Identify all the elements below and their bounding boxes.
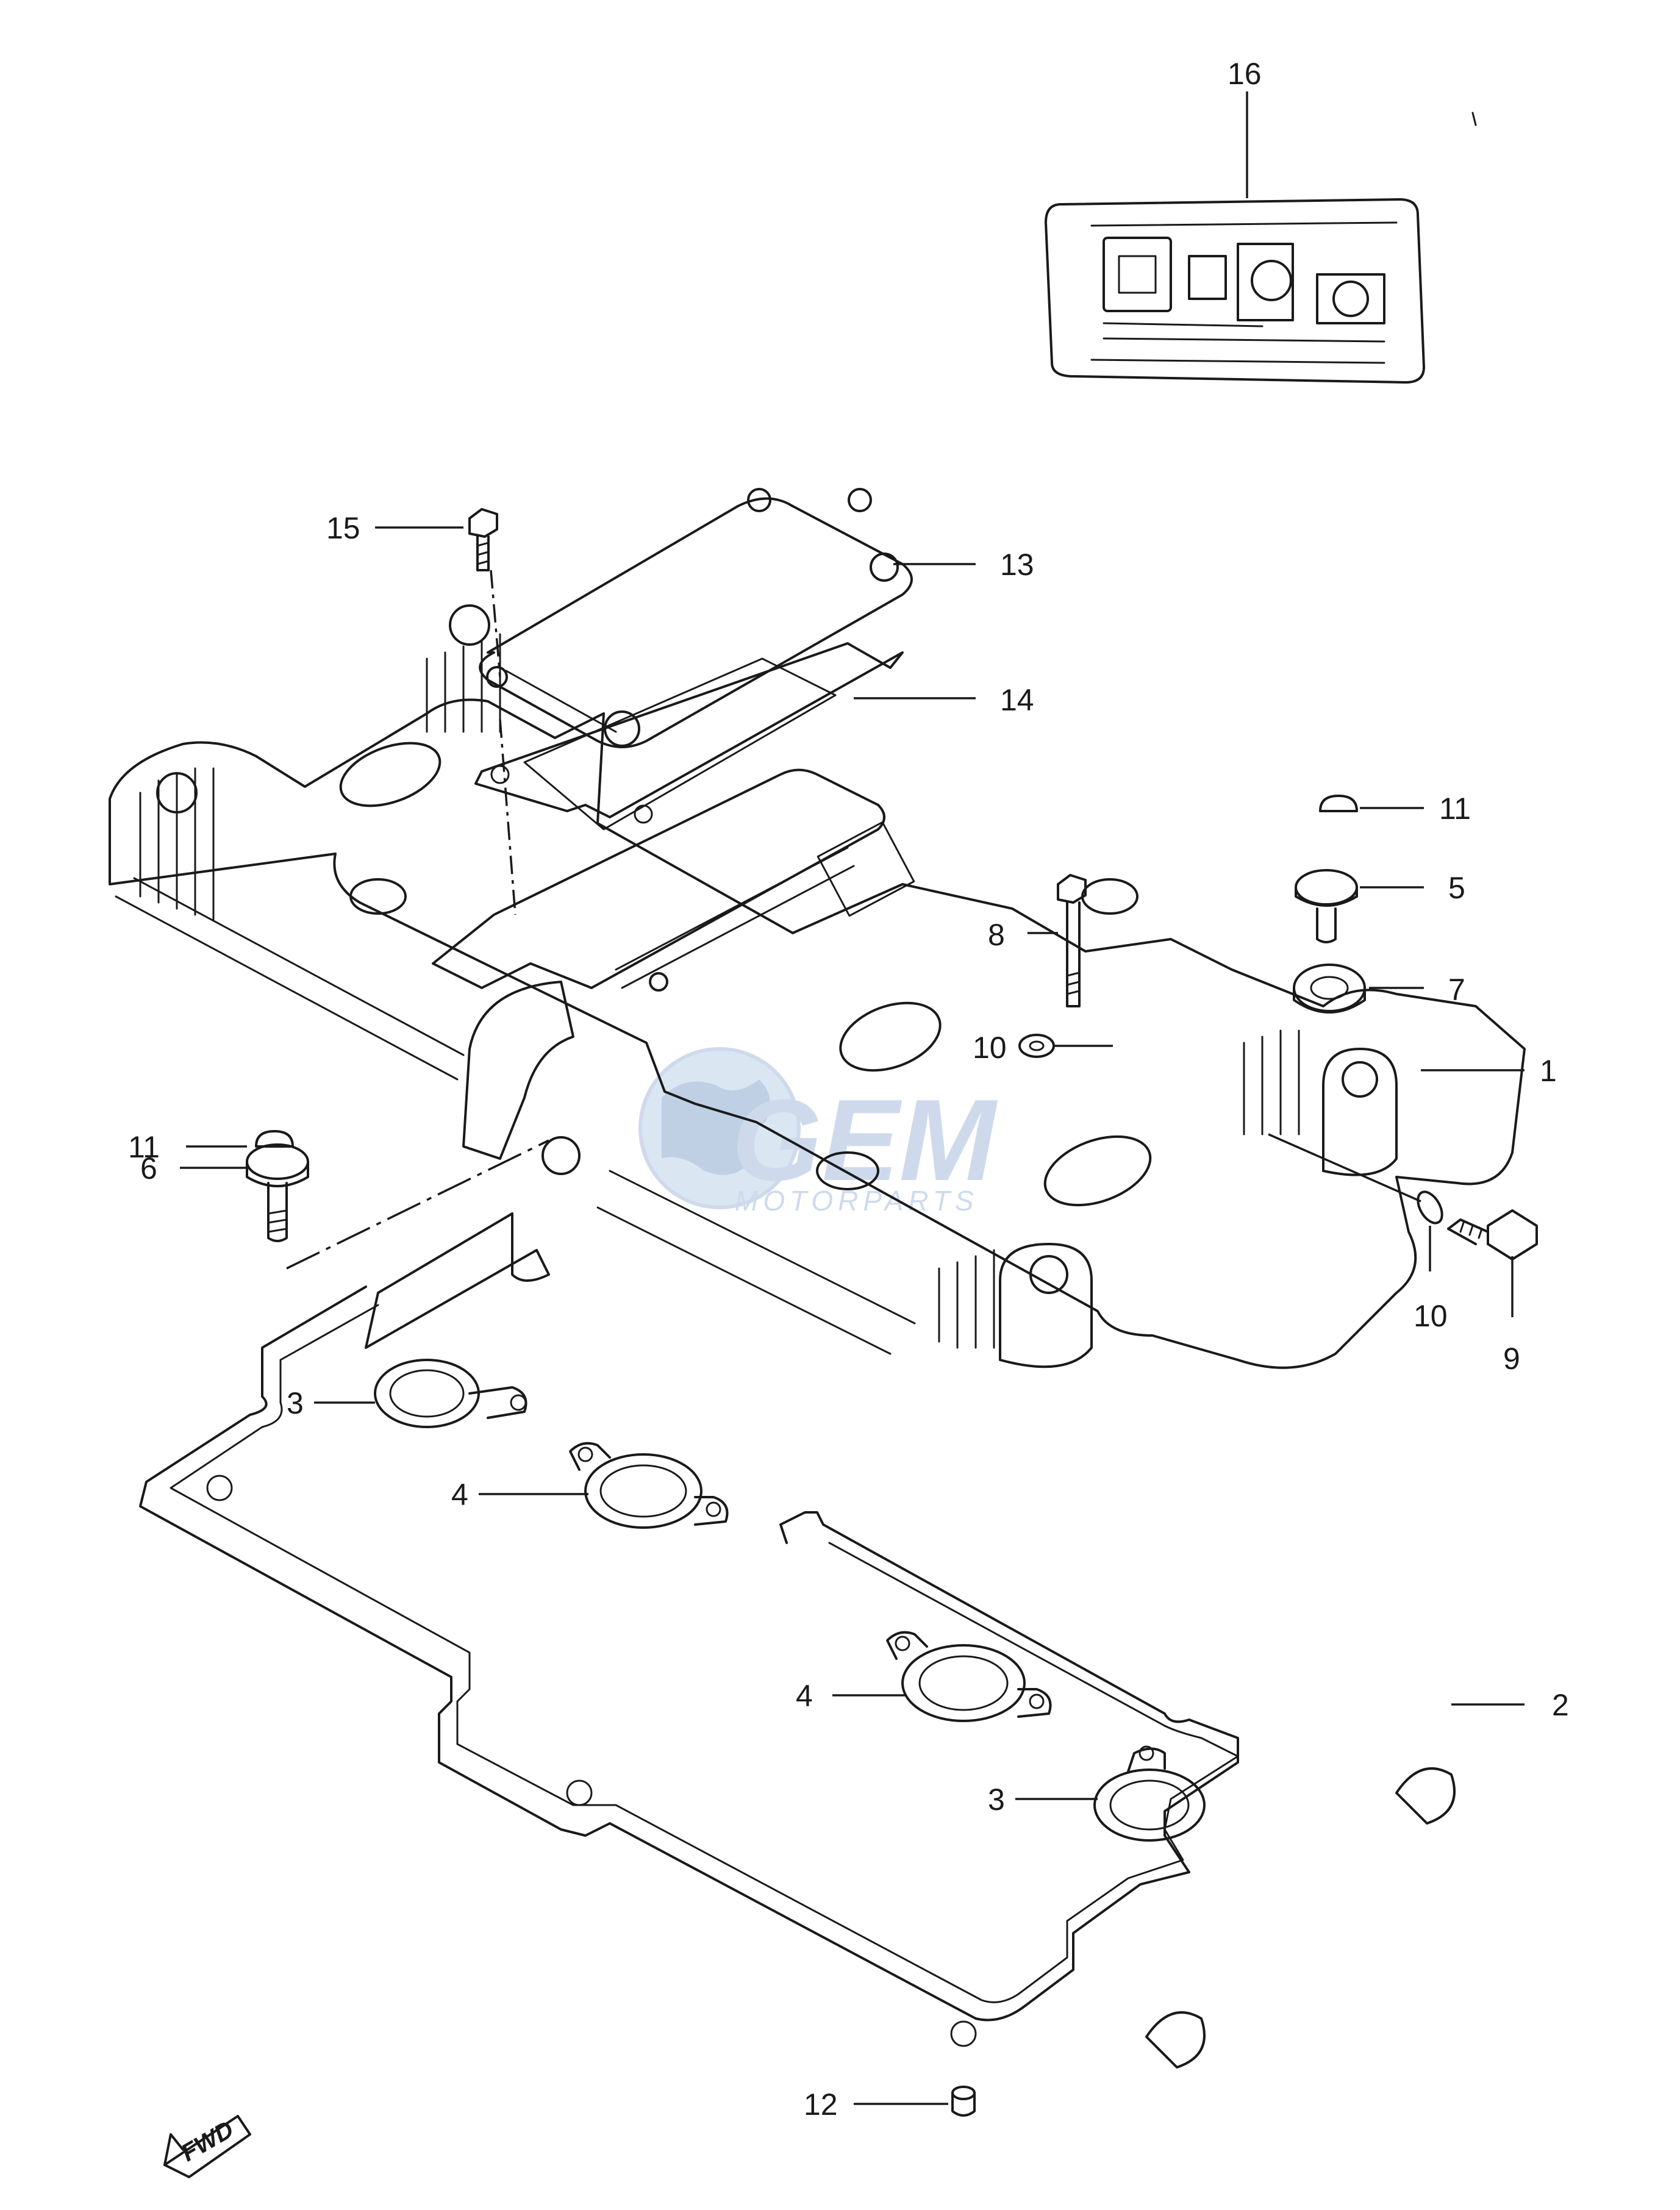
callout-3-upper: 3 (287, 1386, 304, 1420)
callout-5: 5 (1448, 871, 1465, 905)
callout-12: 12 (804, 2087, 838, 2122)
part-4-plug-seal-a (569, 1442, 729, 1529)
part-16-gasket-set (1045, 198, 1425, 384)
part-13-breather-cover (479, 488, 913, 748)
part-14-breather-gasket (474, 642, 904, 831)
part-9-screw (1447, 1209, 1538, 1261)
part-6-bolt (246, 1143, 309, 1242)
fwd-label: FWD (177, 2116, 238, 2167)
part-8-bolt (1057, 874, 1087, 1007)
part-3-plug-seal-a (374, 1359, 527, 1428)
callout-7: 7 (1448, 973, 1465, 1007)
callout-10-lower: 10 (1414, 1299, 1448, 1333)
callout-11-left: 11 (128, 1130, 160, 1164)
part-2-cover-gasket (139, 1212, 1456, 2069)
callout-13: 13 (1000, 548, 1034, 582)
callout-4-upper: 4 (451, 1478, 468, 1512)
part-3-plug-seal-b (1093, 1745, 1206, 1842)
callout-8: 8 (988, 918, 1005, 952)
callout-14: 14 (1000, 683, 1034, 717)
part-7-seal-washer (1293, 964, 1366, 1014)
callout-3-lower: 3 (988, 1783, 1005, 1817)
part-4-plug-seal-b (886, 1631, 1052, 1722)
part-15-bolt (468, 508, 517, 915)
callout-10-upper: 10 (973, 1031, 1007, 1065)
leader-lines (180, 91, 1525, 2105)
watermark: GEM MOTORPARTS (638, 1047, 998, 1217)
watermark-sub: MOTORPARTS (735, 1185, 978, 1217)
part-10-washer-a (1018, 1034, 1055, 1058)
part-5-bolt (1295, 869, 1358, 943)
part-11-cap-b (255, 1130, 294, 1148)
part-11-cap-a (1319, 795, 1358, 812)
fwd-arrow-icon: FWD (163, 2115, 251, 2178)
callout-labels: 16 15 13 14 11 5 8 7 10 1 11 6 10 9 3 4 … (128, 57, 1569, 2122)
part-10-washer-b (1268, 1133, 1443, 1225)
callout-11-right: 11 (1439, 792, 1471, 826)
part-1-head-cover (109, 604, 1526, 1369)
callout-2: 2 (1552, 1688, 1569, 1722)
stray-mark (1471, 112, 1477, 126)
callout-9: 9 (1503, 1342, 1520, 1376)
callout-6: 6 (140, 1151, 157, 1185)
part-12-dowel (951, 2086, 976, 2117)
callout-4-lower: 4 (796, 1679, 813, 1713)
callout-15: 15 (326, 511, 360, 545)
callout-1: 1 (1540, 1054, 1557, 1088)
callout-16: 16 (1228, 57, 1262, 91)
